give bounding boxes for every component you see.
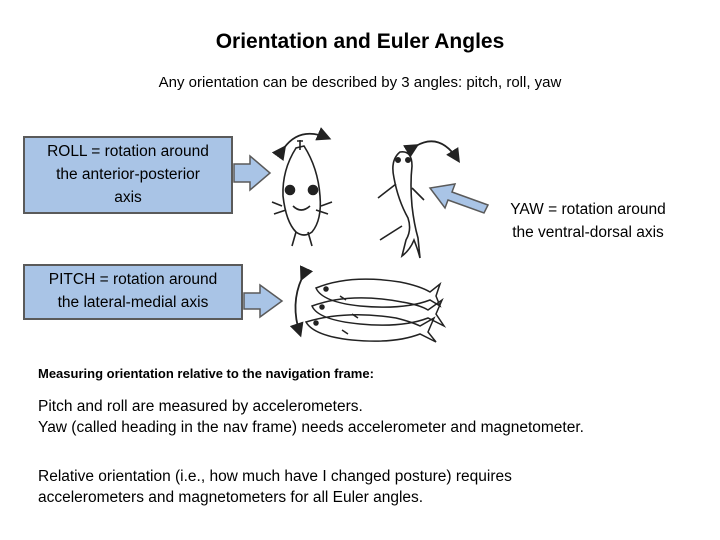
- fish-top-view-icon: [377, 150, 425, 259]
- fish-side-view-icon: [304, 278, 447, 343]
- yaw-rotation-arrow: [403, 140, 460, 164]
- page-title: Orientation and Euler Angles: [215, 30, 505, 53]
- roll-line-1: ROLL = rotation around: [47, 143, 209, 160]
- pitch-line-1: PITCH = rotation around: [48, 271, 218, 288]
- paragraph2-line-1: Relative orientation (i.e., how much hav…: [38, 468, 512, 485]
- roll-description-box: ROLL = rotation around the anterior-post…: [23, 136, 233, 214]
- pitch-pointer-arrow: [243, 283, 284, 319]
- paragraph-relative: Relative orientation (i.e., how much hav…: [38, 466, 512, 508]
- pitch-description-box: PITCH = rotation around the lateral-medi…: [23, 264, 243, 320]
- pitch-rotation-arrow: [289, 265, 314, 338]
- paragraph1-line-2: Yaw (called heading in the nav frame) ne…: [38, 419, 584, 436]
- pitch-line-2: the lateral-medial axis: [57, 294, 209, 311]
- yaw-description: YAW = rotation around the ventral-dorsal…: [488, 198, 688, 244]
- yaw-pointer-arrow: [428, 183, 490, 214]
- yaw-line-2: the ventral-dorsal axis: [512, 224, 664, 241]
- page-subtitle: Any orientation can be described by 3 an…: [158, 74, 562, 91]
- paragraph-measurement: Pitch and roll are measured by accelerom…: [38, 396, 584, 438]
- roll-rotation-arrow: [271, 127, 332, 161]
- yaw-line-1: YAW = rotation around: [510, 201, 666, 218]
- roll-line-3: axis: [114, 189, 142, 206]
- roll-line-2: the anterior-posterior: [56, 166, 200, 183]
- roll-pointer-arrow: [233, 154, 272, 192]
- fish-front-view-icon: [271, 140, 333, 247]
- paragraph1-line-1: Pitch and roll are measured by accelerom…: [38, 398, 363, 415]
- section-heading: Measuring orientation relative to the na…: [38, 366, 374, 381]
- paragraph2-line-2: accelerometers and magnetometers for all…: [38, 489, 424, 506]
